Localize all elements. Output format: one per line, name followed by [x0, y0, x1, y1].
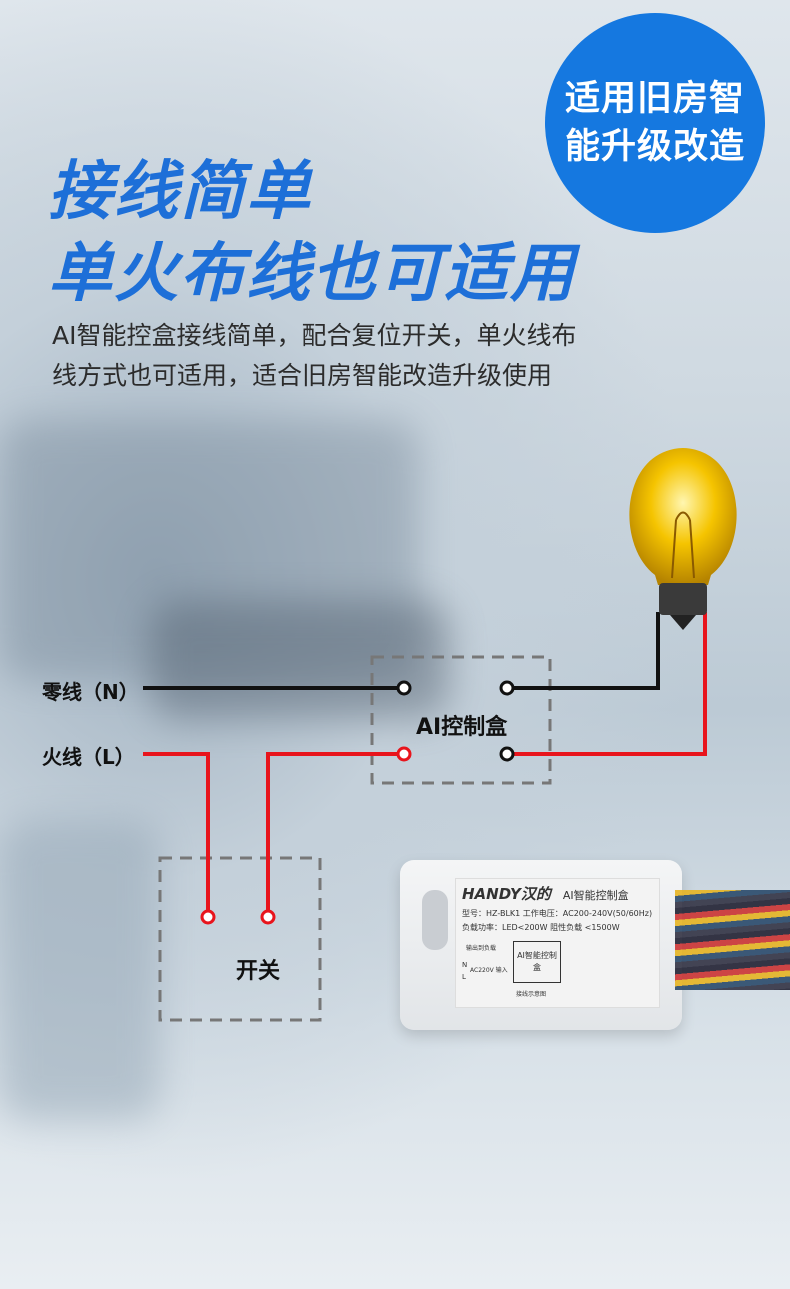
label-output: 输出到负载	[466, 945, 497, 952]
live-wire-to-bulb	[513, 612, 707, 756]
promo-badge: 适用旧房智 能升级改造	[545, 13, 765, 233]
switch-label: 开关	[236, 959, 281, 984]
headline-line2: 单火布线也可适用	[48, 237, 576, 311]
product-brand: HANDY汉的	[462, 885, 551, 903]
controller-box-outline	[370, 655, 552, 785]
headline-line1: 接线简单	[48, 155, 312, 229]
label-l: L	[462, 973, 466, 981]
product-name: AI智能控制盒	[562, 889, 629, 902]
switch-terminal-2	[260, 909, 276, 925]
label-n: N	[462, 961, 468, 969]
description-line2: 线方式也可适用，适合旧房智能改造升级使用	[52, 361, 553, 390]
light-bulb-icon	[629, 448, 737, 630]
terminal-l-out	[499, 746, 515, 762]
background-blur	[0, 820, 160, 1120]
background-blur	[150, 600, 450, 720]
background-blur	[0, 420, 420, 680]
live-wire-switch-to-controller	[266, 752, 398, 911]
terminal-n-in	[396, 680, 412, 696]
terminal-n-out	[499, 680, 515, 696]
switch-terminal-1	[200, 909, 216, 925]
controller-label: AI控制盒	[416, 715, 508, 740]
product-model: 型号：HZ-BLK1 工作电压：AC200-240V(50/60Hz)	[462, 909, 653, 918]
description: AI智能控盒接线简单，配合复位开关，单火线布 线方式也可适用，适合旧房智能改造升…	[52, 316, 576, 396]
terminal-l-in	[396, 746, 412, 762]
badge-line2: 能升级改造	[564, 127, 745, 167]
product-label: HANDY汉的 AI智能控制盒 型号：HZ-BLK1 工作电压：AC200-240…	[455, 878, 660, 1008]
label-caption: 接线示意图	[516, 991, 547, 998]
wire-bundle	[675, 890, 790, 990]
neutral-wire-label: 零线（N）	[42, 680, 139, 704]
description-line1: AI智能控盒接线简单，配合复位开关，单火线布	[52, 321, 577, 350]
product-load: 负载功率：LED<200W 阻性负载 <1500W	[462, 923, 620, 932]
label-input: AC220V 输入	[470, 967, 508, 974]
neutral-wire-out	[513, 612, 660, 690]
badge-line1: 适用旧房智	[564, 79, 745, 119]
sensor-window	[422, 890, 448, 950]
label-inner-box: AI智能控制盒	[513, 941, 561, 983]
live-wire-label: 火线（L）	[42, 745, 135, 769]
live-wire-to-switch	[143, 752, 210, 911]
switch-box-outline	[158, 856, 322, 1022]
